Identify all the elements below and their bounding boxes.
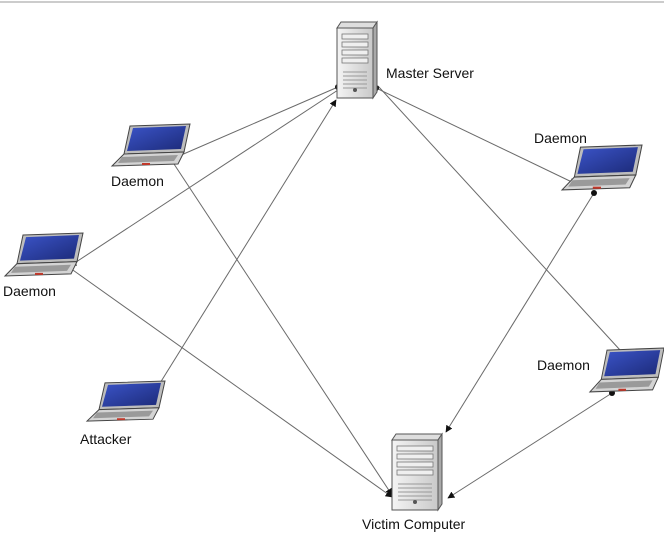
node-label-daemon-l: Daemon [3,283,56,299]
laptop-icon [3,232,84,277]
edge-daemon_tl-to-victim [171,160,393,496]
node-label-victim: Victim Computer [362,516,466,532]
laptop-icon [110,123,191,167]
laptop-icon [85,380,166,422]
edge-master-to-daemon_tl [171,86,339,160]
node-label-daemon-tl: Daemon [111,173,164,189]
edge-master-to-daemon_br [377,85,632,363]
edge-daemon_r-to-victim [445,192,595,433]
edge-daemon_br-to-victim [447,392,613,499]
edge-daemon_l-to-victim [69,267,393,498]
connector-dot [591,190,597,196]
laptop-icon [588,347,664,393]
node-layer [3,20,664,512]
node-label-daemon-r: Daemon [534,130,587,146]
laptop-icon [560,144,643,191]
server-tower-icon [391,432,443,512]
server-tower-icon [336,20,378,100]
edge-master-to-daemon_r [375,87,577,185]
node-label-master: Master Server [386,65,474,81]
node-label-attacker: Attacker [80,431,132,447]
edge-master-to-daemon_l [69,89,339,267]
node-label-daemon-br: Daemon [537,357,590,373]
edge-attacker-to-master [151,99,337,397]
